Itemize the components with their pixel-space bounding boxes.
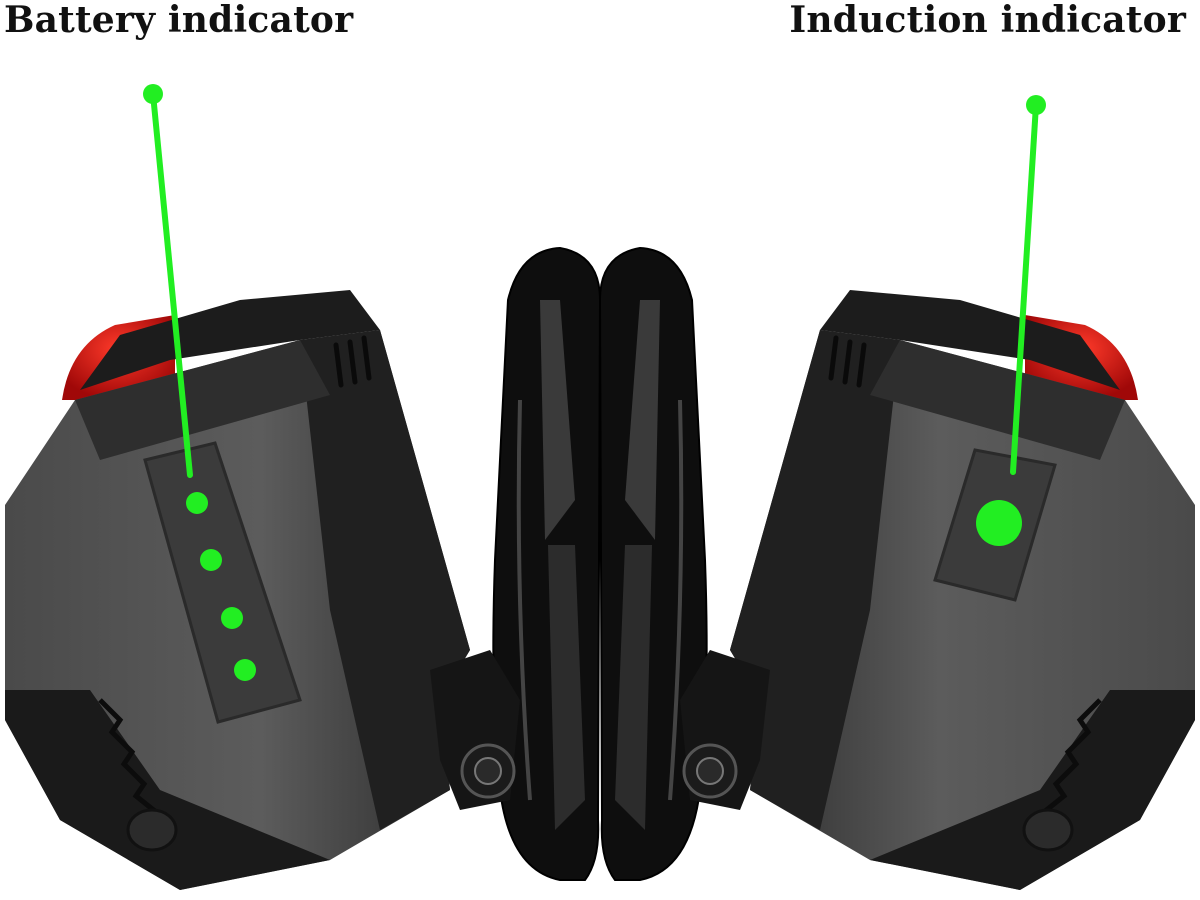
left-headlamp <box>5 290 470 890</box>
induction-callout-dot <box>1026 95 1046 115</box>
induction-indicator-callout <box>1010 95 1046 475</box>
battery-led-1 <box>186 492 208 514</box>
battery-indicator-callout <box>143 84 193 478</box>
battery-indicator-label: Battery indicator <box>4 0 354 41</box>
right-top-shell <box>820 290 1120 390</box>
right-mounting-bracket <box>598 246 708 881</box>
right-housing-base <box>870 690 1195 890</box>
left-housing-base <box>5 690 330 890</box>
battery-callout-line <box>150 91 193 478</box>
right-headlamp <box>730 290 1195 890</box>
right-housing-side <box>730 330 900 830</box>
left-top-shell <box>80 290 380 390</box>
battery-led-4 <box>234 659 256 681</box>
induction-callout-line <box>1010 102 1039 475</box>
left-hinge <box>430 650 520 810</box>
left-housing-side <box>300 330 470 830</box>
battery-led-3 <box>221 607 243 629</box>
battery-led-2 <box>200 549 222 571</box>
battery-callout-dot <box>143 84 163 104</box>
induction-indicator-label: Induction indicator <box>789 0 1186 41</box>
battery-indicator-panel <box>143 441 302 724</box>
battery-leds <box>186 492 256 681</box>
induction-led <box>976 500 1022 546</box>
left-mounting-bracket <box>492 246 602 881</box>
right-hinge <box>680 650 770 810</box>
